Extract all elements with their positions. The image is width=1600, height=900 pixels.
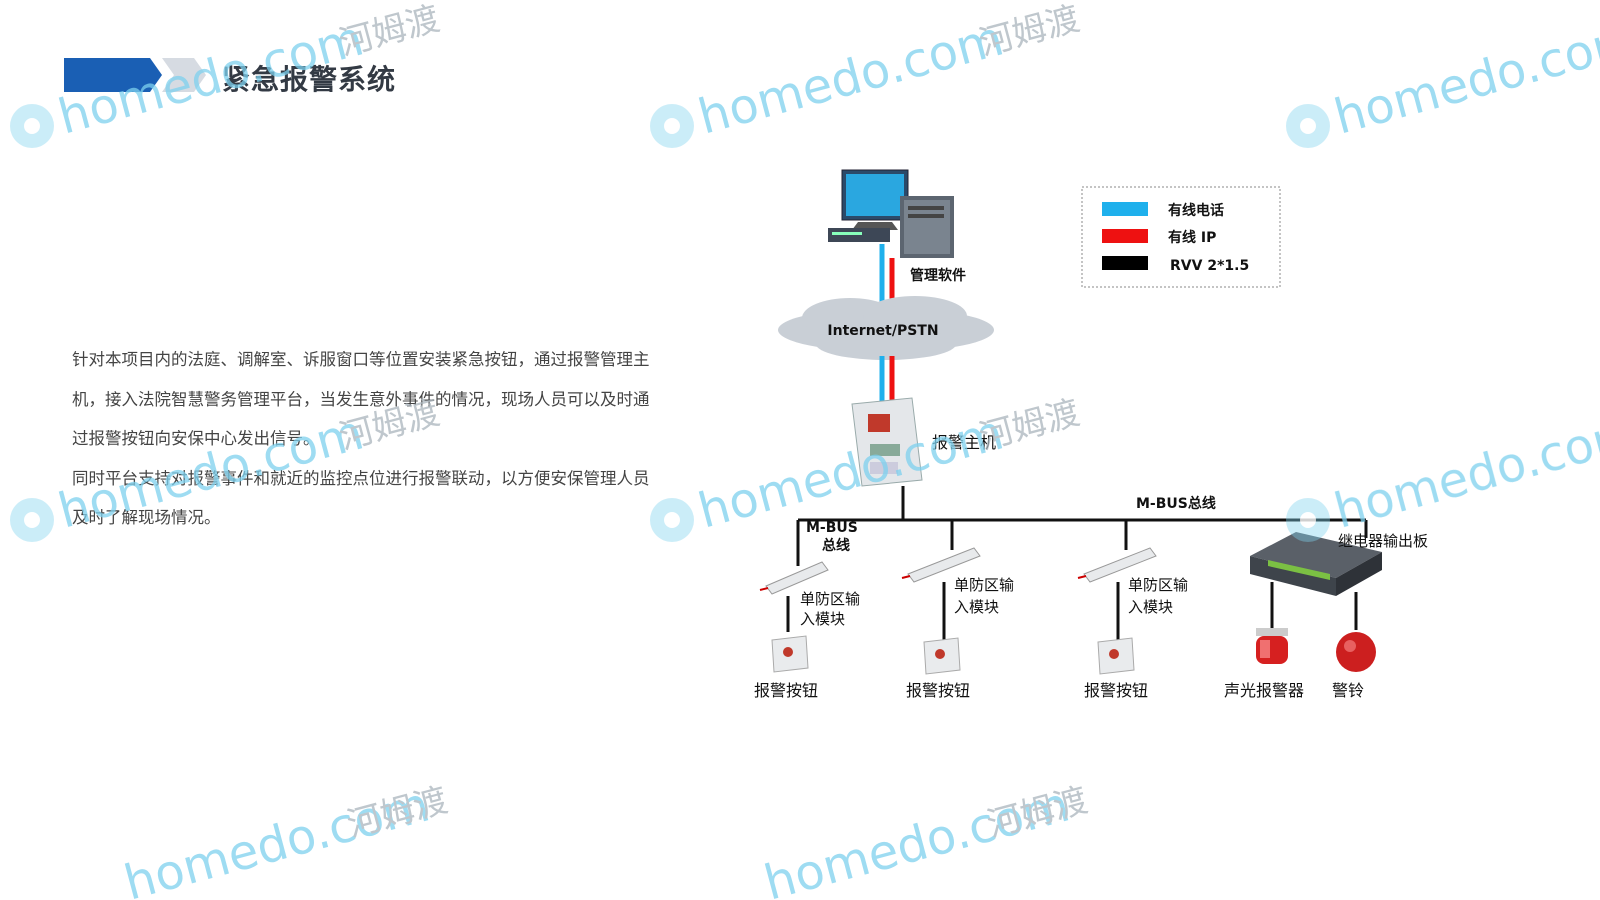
legend-label-ip: 有线 IP bbox=[1168, 229, 1216, 246]
alarm-button-label-2: 报警按钮 bbox=[906, 681, 970, 700]
alarm-host-icon bbox=[851, 397, 923, 487]
input-module-icon bbox=[759, 561, 829, 595]
description-paragraph-2: 同时平台支持对报警事件和就近的监控点位进行报警联动，以方便安保管理人员及时了解现… bbox=[72, 468, 650, 528]
module-3-label-1: 单防区输 bbox=[1128, 576, 1188, 594]
legend-swatch-ip bbox=[1102, 229, 1148, 243]
legend: 有线电话 有线 IP RVV 2*1.5 bbox=[1081, 186, 1281, 288]
siren-label: 声光报警器 bbox=[1224, 681, 1304, 700]
page-title: 紧急报警系统 bbox=[222, 63, 397, 96]
legend-swatch-rvv bbox=[1102, 256, 1148, 270]
bell-label: 警铃 bbox=[1332, 681, 1364, 700]
module-1-label-1: 单防区输 bbox=[800, 590, 860, 608]
legend-label-phone: 有线电话 bbox=[1168, 202, 1224, 219]
relay-board-label: 继电器输出板 bbox=[1338, 532, 1428, 550]
computer-icon bbox=[828, 169, 954, 258]
input-module-icon bbox=[901, 547, 981, 583]
input-module-icon bbox=[1077, 547, 1157, 583]
module-2-label-1: 单防区输 bbox=[954, 576, 1014, 594]
alarm-host-label: 报警主机 bbox=[932, 433, 996, 452]
alarm-button-label-1: 报警按钮 bbox=[754, 681, 818, 700]
description-text: 针对本项目内的法庭、调解室、诉服窗口等位置安装紧急按钮，通过报警管理主机，接入法… bbox=[72, 340, 662, 538]
cloud-icon bbox=[778, 296, 994, 360]
legend-label-rvv: RVV 2*1.5 bbox=[1170, 258, 1249, 274]
alarm-button-label-3: 报警按钮 bbox=[1084, 681, 1148, 700]
description-paragraph-1: 针对本项目内的法庭、调解室、诉服窗口等位置安装紧急按钮，通过报警管理主机，接入法… bbox=[72, 350, 650, 448]
module-3-label-2: 入模块 bbox=[1128, 598, 1173, 616]
title-decoration-icon bbox=[64, 58, 206, 92]
software-label: 管理软件 bbox=[910, 267, 966, 284]
legend-swatch-phone bbox=[1102, 202, 1148, 216]
mbus-left-label-2: 总线 bbox=[822, 537, 850, 554]
siren-icon bbox=[1256, 628, 1288, 664]
mbus-top-label: M-BUS总线 bbox=[1136, 495, 1216, 512]
module-2-label-2: 入模块 bbox=[954, 598, 999, 616]
relay-board-icon bbox=[1250, 532, 1382, 596]
bell-icon bbox=[1336, 632, 1376, 672]
alarm-button-icon bbox=[771, 635, 809, 673]
mbus-left-label-1: M-BUS bbox=[806, 520, 858, 536]
cloud-label: Internet/PSTN bbox=[827, 323, 938, 339]
title-bar bbox=[64, 58, 484, 92]
alarm-button-icon bbox=[923, 637, 961, 675]
alarm-button-icon bbox=[1097, 637, 1135, 675]
module-1-label-2: 入模块 bbox=[800, 610, 845, 628]
